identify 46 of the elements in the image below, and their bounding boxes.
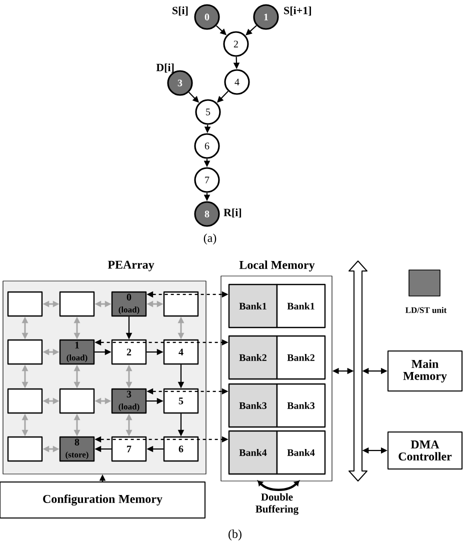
node-label: R[i] <box>224 208 242 218</box>
pe-box: 0 (load) <box>111 291 147 317</box>
node-label: S[i] <box>172 6 188 16</box>
pe-box: 5 <box>163 388 199 414</box>
pe-box: 7 <box>111 436 147 462</box>
legend-label: LD/ST unit <box>405 307 447 313</box>
pe-box <box>59 291 95 317</box>
note-text: Double Buffering <box>256 493 298 515</box>
connector-arrow <box>246 25 257 36</box>
memory-bank: Bank4 <box>276 430 326 475</box>
bus-arrow <box>348 260 368 482</box>
memory-bank: Bank2 <box>276 335 326 380</box>
memory-bank: Bank4 <box>228 430 278 475</box>
graph-node: 7 <box>194 167 220 193</box>
graph-node: 6 <box>194 133 220 159</box>
graph-node: 1 <box>253 4 279 30</box>
pe-box <box>59 388 95 414</box>
pe-box <box>7 388 43 414</box>
graph-node: 4 <box>224 69 250 95</box>
pe-box: 6 <box>163 436 199 462</box>
pe-box: 4 <box>163 339 199 365</box>
block-box: DMA Controller <box>388 432 462 470</box>
memory-bank: Bank1 <box>228 284 278 328</box>
memory-bank: Bank1 <box>276 284 326 328</box>
pe-box: 2 <box>111 339 147 365</box>
pe-box: 1 (load) <box>59 339 95 365</box>
pe-box: 8 (store) <box>59 436 95 462</box>
panel-title: PEArray <box>108 260 154 272</box>
panel-title: Local Memory <box>239 260 315 272</box>
graph-node: 2 <box>223 31 249 57</box>
pe-box <box>163 291 199 317</box>
graph-node: 5 <box>195 99 221 125</box>
graph-node: 8 <box>194 201 220 227</box>
panel-caption: (b) <box>228 530 242 540</box>
memory-bank: Bank3 <box>228 383 278 428</box>
block-box: Main Memory <box>388 350 462 392</box>
block-box: Configuration Memory <box>0 482 206 518</box>
memory-bank: Bank2 <box>228 335 278 380</box>
pe-box <box>7 436 43 462</box>
pe-box <box>7 291 43 317</box>
node-label: D[i] <box>156 63 174 73</box>
memory-bank: Bank3 <box>276 383 326 428</box>
graph-node: 0 <box>194 4 220 30</box>
node-label: S[i+1] <box>284 6 311 16</box>
pe-box: 3 (load) <box>111 388 147 414</box>
pe-box <box>7 339 43 365</box>
